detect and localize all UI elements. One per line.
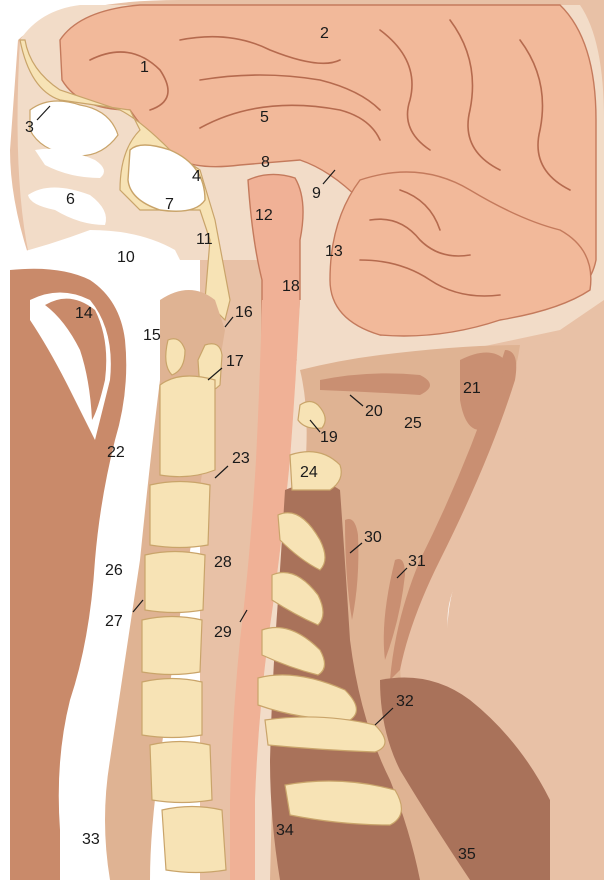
label-9: 9 <box>312 185 321 202</box>
label-8: 8 <box>261 154 270 171</box>
vertebra-c3 <box>150 482 210 548</box>
label-10: 10 <box>117 249 135 266</box>
label-28: 28 <box>214 554 232 571</box>
label-30: 30 <box>364 529 382 546</box>
label-17: 17 <box>226 353 244 370</box>
vertebra-c5 <box>142 617 202 675</box>
label-7: 7 <box>165 196 174 213</box>
label-5: 5 <box>260 109 269 126</box>
label-18: 18 <box>282 278 300 295</box>
label-6: 6 <box>66 191 75 208</box>
label-35: 35 <box>458 846 476 863</box>
vertebra-t1 <box>162 807 226 873</box>
label-21: 21 <box>463 380 481 397</box>
label-2: 2 <box>320 25 329 42</box>
vertebra-c6 <box>142 679 202 738</box>
vertebra-c7 <box>150 742 212 803</box>
label-33: 33 <box>82 831 100 848</box>
label-23: 23 <box>232 450 250 467</box>
vertebra-c2 <box>160 376 215 477</box>
label-27: 27 <box>105 613 123 630</box>
label-29: 29 <box>214 624 232 641</box>
label-1: 1 <box>140 59 149 76</box>
label-13: 13 <box>325 243 343 260</box>
label-4: 4 <box>192 168 201 185</box>
label-16: 16 <box>235 304 253 321</box>
label-15: 15 <box>143 327 161 344</box>
label-20: 20 <box>365 403 383 420</box>
label-34: 34 <box>276 822 294 839</box>
label-22: 22 <box>107 444 125 461</box>
label-24: 24 <box>300 464 318 481</box>
label-3: 3 <box>25 119 34 136</box>
label-11: 11 <box>196 231 213 248</box>
label-12: 12 <box>255 207 273 224</box>
label-26: 26 <box>105 562 123 579</box>
label-19: 19 <box>320 429 338 446</box>
label-14: 14 <box>75 305 93 322</box>
label-32: 32 <box>396 693 414 710</box>
label-31: 31 <box>408 553 426 570</box>
vertebra-c4 <box>145 552 205 613</box>
label-25: 25 <box>404 415 422 432</box>
